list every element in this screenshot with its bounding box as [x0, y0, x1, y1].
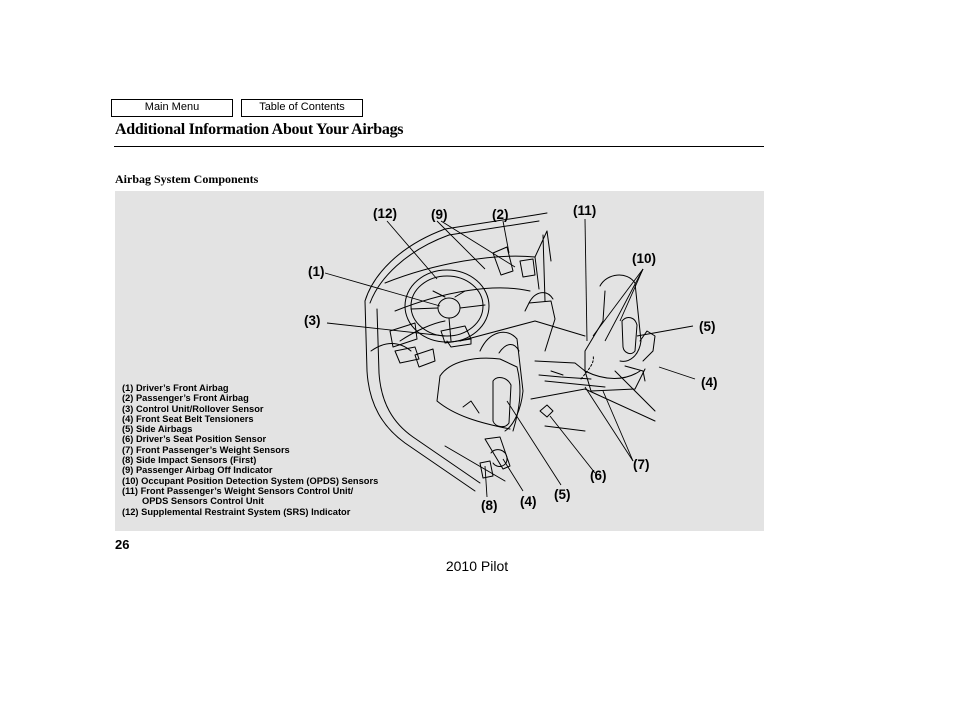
- callout-11: (11): [573, 203, 597, 218]
- legend-item: (7) Front Passenger’s Weight Sensors: [122, 444, 290, 455]
- legend-item: (9) Passenger Airbag Off Indicator: [122, 465, 273, 476]
- callout-10: (10): [632, 251, 657, 266]
- legend-item: (12) Supplemental Restraint System (SRS)…: [122, 506, 351, 517]
- footer-model: 2010 Pilot: [445, 558, 509, 574]
- legend-item: (5) Side Airbags: [122, 424, 193, 435]
- callout-12: (12): [373, 206, 398, 221]
- callout-6: (6): [590, 468, 607, 483]
- callout-5-right: (5): [699, 319, 716, 334]
- page-number: 26: [115, 537, 130, 552]
- legend-item-continuation: OPDS Sensors Control Unit: [142, 496, 264, 507]
- legend-item: (3) Control Unit/Rollover Sensor: [122, 403, 264, 414]
- callout-7: (7): [633, 457, 650, 472]
- title-divider: [114, 146, 764, 147]
- vehicle-interior-illustration: [324, 212, 696, 498]
- legend-item: (11) Front Passenger’s Weight Sensors Co…: [122, 485, 354, 496]
- callout-8: (8): [481, 498, 498, 513]
- legend-item: (2) Passenger’s Front Airbag: [122, 393, 249, 404]
- callout-4-bottom: (4): [520, 494, 537, 509]
- callout-2: (2): [492, 207, 509, 222]
- legend-item: (6) Driver’s Seat Position Sensor: [122, 434, 267, 445]
- legend-item: (10) Occupant Position Detection System …: [122, 475, 379, 486]
- callout-3: (3): [304, 313, 321, 328]
- callout-5-bottom: (5): [554, 487, 571, 502]
- legend-item: (8) Side Impact Sensors (First): [122, 455, 257, 466]
- callout-1: (1): [308, 264, 325, 279]
- main-menu-button[interactable]: Main Menu: [111, 99, 233, 117]
- legend-item: (4) Front Seat Belt Tensioners: [122, 413, 254, 424]
- callout-9: (9): [431, 207, 448, 222]
- component-legend: (1) Driver’s Front Airbag (2) Passenger’…: [122, 383, 378, 517]
- airbag-diagram: (12) (9) (2) (11) (10) (1) (3) (5) (4) (…: [115, 191, 764, 531]
- section-title: Airbag System Components: [115, 172, 259, 186]
- callout-4-right: (4): [701, 375, 718, 390]
- legend-item: (1) Driver’s Front Airbag: [122, 383, 229, 393]
- page-title: Additional Information About Your Airbag…: [115, 121, 404, 138]
- table-of-contents-button[interactable]: Table of Contents: [241, 99, 363, 117]
